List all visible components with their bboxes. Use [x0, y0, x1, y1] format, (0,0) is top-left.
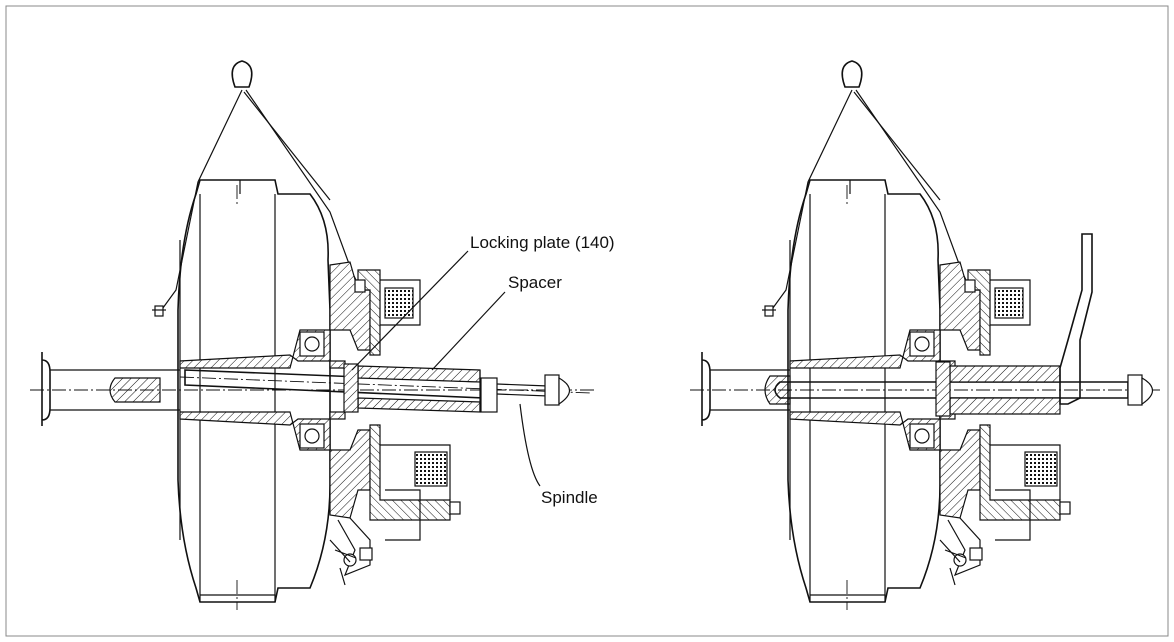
locking-plate-label: Locking plate (140) — [470, 233, 615, 252]
axle-stub — [30, 352, 595, 426]
right-view — [690, 60, 1160, 611]
locking-plate-leader — [351, 250, 469, 371]
locking-plate-right — [935, 361, 951, 417]
spacer-label: Spacer — [508, 273, 562, 292]
left-view: Locking plate (140) Spacer Spindle — [30, 60, 615, 611]
spacer-right — [949, 365, 1061, 415]
spacer — [357, 365, 481, 413]
axle-stub-right — [690, 352, 1160, 426]
lever-tool — [1059, 233, 1093, 405]
spindle-leader — [519, 403, 541, 487]
spacer-leader — [431, 291, 506, 371]
spindle-nut-right — [1127, 374, 1154, 406]
spindle-label: Spindle — [541, 488, 598, 507]
locking-plate — [343, 363, 359, 413]
frame-border — [5, 5, 1169, 637]
spindle-nut — [480, 374, 571, 413]
spindle-right — [774, 381, 1129, 399]
